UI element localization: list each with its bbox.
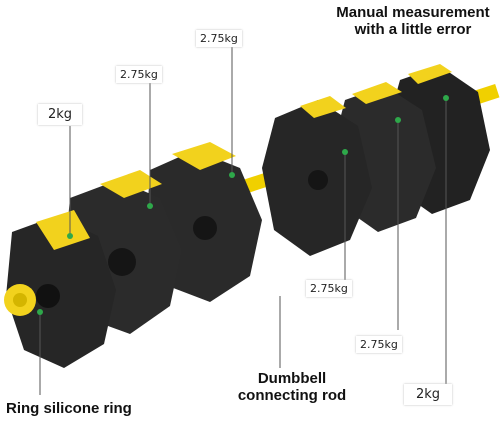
caption-rod-line2: connecting rod <box>237 387 347 404</box>
label-2-75kg-d: 2.75kg <box>356 336 402 353</box>
label-2kg-bottom: 2kg <box>404 384 453 405</box>
label-2-75kg-b: 2.75kg <box>196 30 242 47</box>
caption-measurement-line1: Manual measurement <box>336 4 490 21</box>
silicone-ring <box>4 284 36 316</box>
caption-rod-line1: Dumbbell <box>257 370 327 387</box>
caption-ring: Ring silicone ring <box>6 400 132 417</box>
caption-rod: Dumbbell connecting rod <box>222 370 362 404</box>
pointer-lines <box>37 44 449 395</box>
caption-measurement-line2: with a little error <box>354 21 472 38</box>
plate-left-3 <box>6 210 116 368</box>
label-2-75kg-c: 2.75kg <box>306 280 352 297</box>
caption-measurement: Manual measurement with a little error <box>330 4 496 38</box>
label-2kg-top: 2kg <box>38 104 83 125</box>
label-2-75kg-a: 2.75kg <box>116 66 162 83</box>
